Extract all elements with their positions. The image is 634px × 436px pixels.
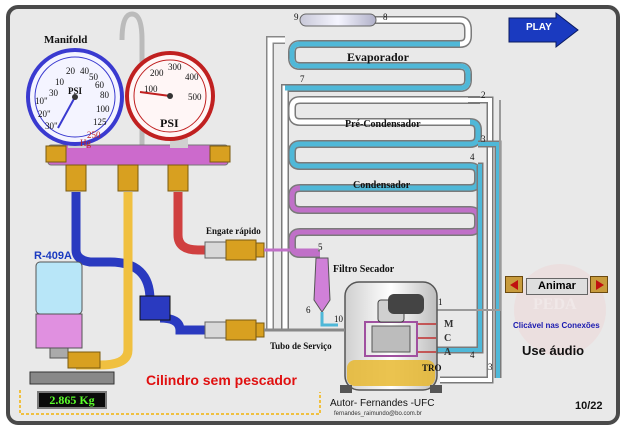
author-email: fernandes_raimundo@bo.com.br bbox=[334, 411, 422, 417]
clickable-connections-note: Clicável nas Conexões bbox=[513, 321, 600, 330]
capillary-tube bbox=[299, 13, 377, 27]
animar-button[interactable]: Animar bbox=[526, 278, 588, 295]
low-pressure-gauge bbox=[26, 48, 124, 146]
cylinder-caption: Cilindro sem pescador bbox=[146, 372, 297, 388]
service-hose[interactable] bbox=[76, 192, 133, 370]
play-button-label: PLAY bbox=[526, 22, 552, 33]
author-credit: Autor- Fernandes -UFC bbox=[330, 398, 435, 409]
condenser-label: Condensador bbox=[353, 180, 411, 191]
terminal-c: C bbox=[444, 333, 452, 344]
manifold-body[interactable] bbox=[45, 11, 231, 192]
scale-display: 2.865 Kg bbox=[37, 391, 107, 409]
evaporator-coil bbox=[266, 16, 472, 330]
filter-dryer[interactable] bbox=[313, 257, 331, 313]
precondenser-label: Pré-Condensador bbox=[345, 119, 421, 130]
refrigerant-label: R-409A bbox=[34, 250, 72, 262]
terminal-a: A bbox=[444, 347, 452, 358]
chevron-right-icon bbox=[596, 280, 604, 290]
service-valve[interactable] bbox=[139, 295, 171, 321]
liquid-hose[interactable] bbox=[173, 192, 230, 255]
next-arrow-button[interactable] bbox=[590, 276, 608, 293]
previous-arrow-button[interactable] bbox=[505, 276, 523, 293]
refrigerant-cylinder bbox=[29, 261, 115, 385]
tro-label: TRO bbox=[422, 363, 442, 373]
suction-hose[interactable] bbox=[71, 192, 155, 315]
quick-coupler-top[interactable] bbox=[204, 239, 318, 261]
filter-dryer-label: Filtro Secador bbox=[333, 264, 395, 275]
chevron-left-icon bbox=[510, 280, 518, 290]
quick-coupler-bottom[interactable] bbox=[204, 319, 345, 341]
evaporator-label: Evaporador bbox=[347, 50, 410, 64]
use-audio-note: Use áudio bbox=[522, 343, 585, 358]
service-tube-label: Tubo de Serviço bbox=[270, 341, 332, 351]
page-counter: 10/22 bbox=[575, 400, 603, 412]
manifold-label: Manifold bbox=[44, 34, 88, 46]
quick-coupler-label: Engate rápido bbox=[206, 226, 261, 236]
terminal-m: M bbox=[444, 319, 454, 330]
watermark-text: PEDA bbox=[533, 296, 577, 313]
compressor[interactable] bbox=[340, 281, 442, 393]
high-pressure-gauge bbox=[125, 51, 215, 141]
